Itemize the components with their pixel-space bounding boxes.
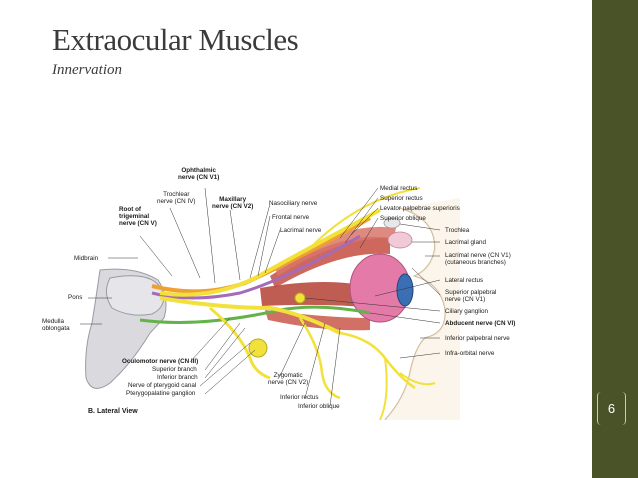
label-infraorbital: Infra-orbital nerve <box>445 350 495 357</box>
cornea <box>396 273 414 307</box>
figure-caption: B. Lateral View <box>88 408 138 415</box>
lateral-rectus-muscle <box>260 282 375 308</box>
slide-number: 6 <box>597 392 626 425</box>
label-lacrimal-cutaneous: Lacrimal nerve (CN V1)(cutaneous branche… <box>445 252 511 266</box>
sidebar-band <box>592 0 638 478</box>
pterygopalatine-ganglion <box>248 338 268 358</box>
face-skin <box>385 198 460 420</box>
label-superior-oblique: Superior oblique <box>380 215 426 222</box>
label-frontal: Frontal nerve <box>272 214 310 221</box>
nerve-yellow-ophthalmic <box>159 208 381 297</box>
trochlea <box>383 217 401 229</box>
nerve-yellow-branch-b <box>399 372 436 386</box>
label-inferior-rectus: Inferior rectus <box>280 394 319 401</box>
lacrimal-gland <box>387 231 413 249</box>
slide-subtitle: Innervation <box>52 62 122 78</box>
label-abducent: Abducent nerve (CN VI) <box>445 320 516 327</box>
label-ciliary-ganglion: Ciliary ganglion <box>445 308 489 315</box>
label-levator: Levator palpebrae superioris <box>380 205 460 212</box>
nerve-yellow-maxillary <box>159 296 341 335</box>
label-pterygopalatine: Pterygopalatine ganglion <box>126 390 196 397</box>
inferior-rectus-muscle <box>265 310 370 331</box>
leader-lines <box>80 187 441 407</box>
label-superior-rectus: Superior rectus <box>380 195 423 202</box>
label-superior-branch: Superior branch <box>152 366 197 373</box>
pons <box>106 275 165 316</box>
nerve-yellow-branch-a <box>379 357 388 420</box>
label-medial-rectus: Medial rectus <box>380 185 418 192</box>
label-oculomotor: Oculomotor nerve (CN III) <box>122 358 199 365</box>
nerve-yellow-zygomatic <box>298 317 341 400</box>
label-lacrimal-gland: Lacrimal gland <box>445 239 486 246</box>
label-trochlea: Trochlea <box>445 227 470 234</box>
nerve-yellow-lower <box>209 306 271 380</box>
nerve-purple <box>151 234 361 300</box>
slide-title: Extraocular Muscles <box>52 22 299 57</box>
label-midbrain: Midbrain <box>74 255 99 262</box>
label-pons: Pons <box>68 294 83 301</box>
label-nasociliary: Nasociliary nerve <box>269 200 318 207</box>
label-inferior-palpebral: Inferior palpebral nerve <box>445 335 510 342</box>
label-inferior-oblique: Inferior oblique <box>298 403 340 410</box>
label-pterygoid-canal: Nerve of pterygoid canal <box>128 382 197 389</box>
label-inferior-branch: Inferior branch <box>157 374 198 381</box>
anatomy-illustration <box>80 187 460 420</box>
levator-muscle <box>275 226 396 276</box>
superior-rectus-muscle <box>270 236 390 288</box>
ciliary-ganglion <box>294 292 306 304</box>
label-lateral-rectus: Lateral rectus <box>445 277 484 284</box>
label-lacrimal-nerve: Lacrimal nerve <box>280 227 322 234</box>
nerve-yellow-infraorbital <box>339 331 416 390</box>
